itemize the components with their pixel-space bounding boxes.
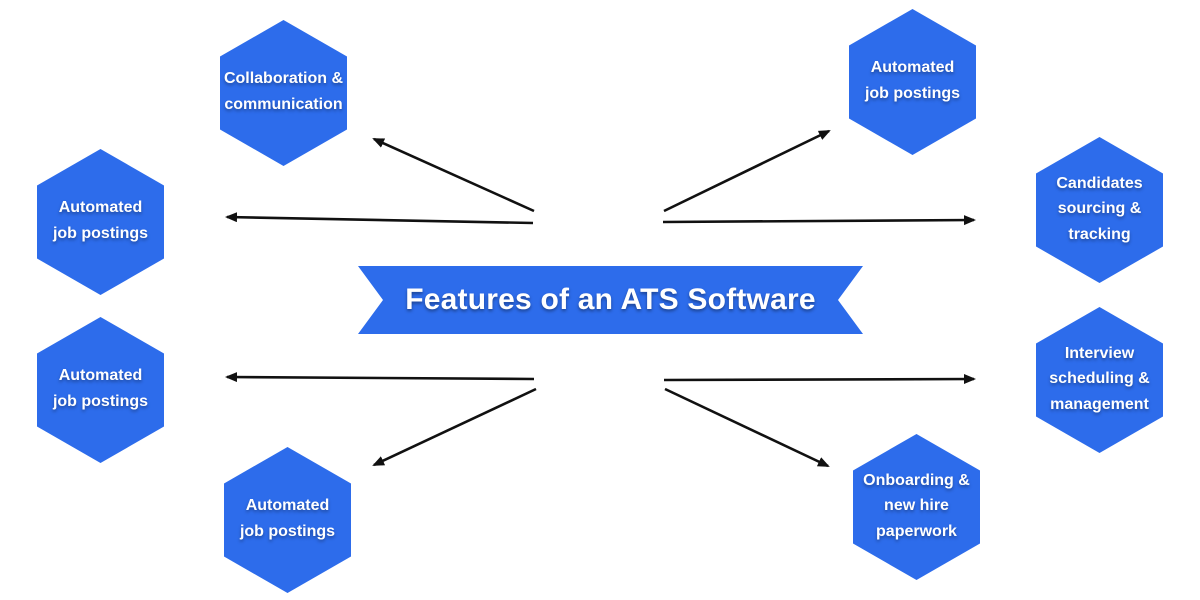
- hexagon-automated-job-postings-top-right: Automated job postings: [849, 9, 976, 155]
- hexagon-onboarding-new-hire-paperwork: Onboarding & new hire paperwork: [853, 434, 980, 580]
- hexagon-label: Automated job postings: [864, 59, 961, 102]
- arrow-to-automated-job-postings-left-lower: [225, 372, 535, 383]
- hexagon-label: Onboarding & new hire paperwork: [863, 471, 970, 540]
- hexagon-candidates-sourcing-tracking: Candidates sourcing & tracking: [1036, 137, 1163, 283]
- hexagon-label: Interview scheduling & management: [1049, 344, 1150, 413]
- hexagon-automated-job-postings-bottom-left: Automated job postings: [224, 447, 351, 593]
- arrow-to-interview-scheduling-management: [663, 374, 976, 385]
- arrow-to-onboarding-new-hire-paperwork: [664, 387, 830, 468]
- arrow-to-automated-job-postings-top-right: [663, 129, 831, 213]
- arrow-to-collaboration-communication: [372, 137, 535, 213]
- hexagon-interview-scheduling-management: Interview scheduling & management: [1036, 307, 1163, 453]
- title-banner: Features of an ATS Software: [358, 266, 863, 334]
- hexagon-automated-job-postings-left-upper: Automated job postings: [37, 149, 164, 295]
- hexagon-label: Automated job postings: [52, 199, 149, 242]
- hexagon-label: Automated job postings: [239, 497, 336, 540]
- hexagon-label: Automated job postings: [52, 367, 149, 410]
- arrow-to-automated-job-postings-bottom-left: [372, 387, 537, 467]
- hexagon-collaboration-communication: Collaboration & communication: [220, 20, 347, 166]
- hexagon-label: Candidates sourcing & tracking: [1056, 174, 1143, 243]
- hexagon-label: Collaboration & communication: [223, 70, 344, 113]
- hexagon-automated-job-postings-left-lower: Automated job postings: [37, 317, 164, 463]
- arrow-to-automated-job-postings-left-upper: [225, 212, 534, 225]
- arrow-to-candidates-sourcing-tracking: [662, 215, 976, 226]
- diagram-title: Features of an ATS Software: [405, 283, 816, 316]
